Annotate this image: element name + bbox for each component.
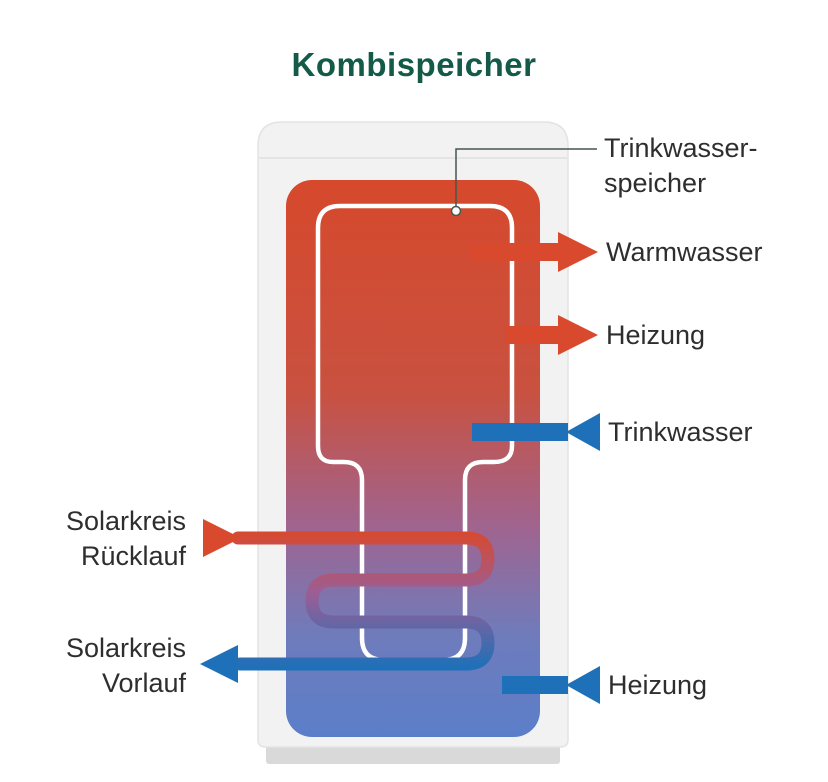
trinkwasser-arrowhead [566,413,600,451]
heizung-vorlauf-arrowhead [558,315,598,355]
heizung-ruecklauf-arrowhead [566,666,600,704]
warmwasser-arrow-shaft [470,243,560,261]
heizung-ruecklauf-arrow-shaft [502,676,568,694]
solar-return-line2: Rücklauf [80,541,186,571]
callout-leader-line [455,148,597,206]
inner-tank-callout-label: Trinkwasser- speicher [604,131,758,201]
callout-line1: Trinkwasser- [604,133,758,163]
warmwasser-arrowhead [558,232,598,272]
heizung-vorlauf-arrow-shaft [505,326,560,344]
solar-vorlauf-arrowhead [200,645,238,683]
warmwasser-label: Warmwasser [606,237,763,267]
heizung-ruecklauf-label: Heizung [608,670,708,700]
callout-line2: speicher [604,168,707,198]
tank-base [266,745,560,764]
heizung-vorlauf-label: Heizung [606,320,706,350]
callout-dot [450,205,462,217]
page-title: Kombispeicher [291,46,537,83]
solar-return-line1: Solarkreis [65,506,186,536]
solar-coil [231,531,495,671]
solar-flow-line1: Solarkreis [65,633,186,663]
solarkreis-vorlauf-label: Solarkreis Vorlauf [28,631,186,701]
solarkreis-ruecklauf-label: Solarkreis Rücklauf [28,504,186,574]
solar-ruecklauf-arrowhead [203,519,241,557]
trinkwasser-arrow-shaft [472,423,568,441]
solar-flow-line2: Vorlauf [101,668,186,698]
trinkwasser-label: Trinkwasser [608,417,753,447]
